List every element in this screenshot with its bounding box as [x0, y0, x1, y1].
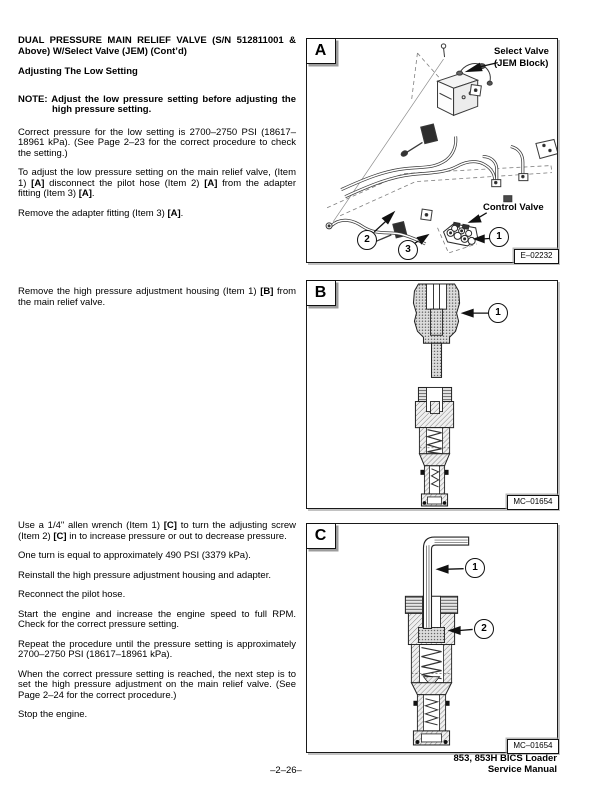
figure-a-drawing — [325, 43, 557, 254]
section-heading: DUAL PRESSURE MAIN RELIEF VALVE (S/N 512… — [18, 35, 296, 57]
page-number: –2–26– — [270, 765, 302, 776]
paragraph: To adjust the low pressure setting on th… — [18, 167, 296, 199]
relief-valve-section — [404, 595, 459, 746]
figure-c-drawing — [404, 536, 473, 746]
paragraph: Stop the engine. — [18, 709, 88, 720]
control-valve-drawing — [442, 221, 479, 247]
figure-a-panel: A Select Valve (JEM Block) Control Valve… — [305, 37, 559, 264]
paragraph: Start the engine and increase the engine… — [18, 608, 296, 630]
paragraph-group-b: Remove the high pressure adjustment hous… — [18, 286, 297, 308]
hydraulic-tubes — [330, 136, 525, 246]
callout-2: 2 — [474, 619, 494, 639]
paragraph: Remove the adapter fitting (Item 3) [A]. — [18, 207, 184, 219]
callout-3: 3 — [398, 240, 418, 260]
allen-wrench — [422, 536, 470, 630]
paragraph-group-c: Use a 1/4" allen wrench (Item 1) [C] to … — [18, 520, 296, 721]
text-column-top: DUAL PRESSURE MAIN RELIEF VALVE (S/N 512… — [18, 35, 296, 228]
paragraph-group-a: Correct pressure for the low setting is … — [18, 126, 296, 220]
control-valve-annotation: Control Valve — [483, 202, 544, 213]
adjustment-housing-section — [412, 283, 461, 378]
figure-b-label: B — [305, 279, 336, 306]
callout-1: 1 — [489, 227, 509, 247]
relief-valve-section — [414, 386, 455, 507]
callout-1: 1 — [465, 558, 485, 578]
figure-c-panel: C 1 2 MC–01654 — [305, 522, 559, 754]
figure-c-arrows — [435, 564, 473, 635]
adjusting-screw — [417, 627, 446, 643]
select-valve-annotation: Select Valve (JEM Block) — [494, 46, 549, 69]
callout-1: 1 — [488, 303, 508, 323]
paragraph: Reconnect the pilot hose. — [18, 589, 126, 600]
note-label: NOTE: — [18, 93, 48, 105]
paragraph: Remove the high pressure adjustment hous… — [18, 286, 297, 308]
note-text: Adjust the low pressure setting before a… — [51, 93, 296, 115]
paragraph: One turn is equal to approximately 490 P… — [18, 550, 251, 561]
figure-b-arrows — [460, 308, 489, 318]
callout-2: 2 — [357, 230, 377, 250]
manual-title: 853, 853H BICS Loader Service Manual — [453, 753, 558, 775]
text-column-bottom: Use a 1/4" allen wrench (Item 1) [C] to … — [18, 520, 296, 730]
figure-a-label: A — [305, 37, 336, 64]
figure-b-drawing — [412, 283, 489, 507]
note: NOTE: Adjust the low pressure setting be… — [18, 93, 296, 116]
figure-b-panel: B 1 MC–01654 — [305, 279, 559, 510]
paragraph: Correct pressure for the low setting is … — [18, 126, 296, 159]
figure-a-code: E–02232 — [514, 248, 559, 264]
figure-c-label: C — [305, 522, 336, 549]
paragraph: Use a 1/4" allen wrench (Item 1) [C] to … — [18, 520, 296, 542]
paragraph: Reinstall the high pressure adjustment h… — [18, 569, 271, 581]
figure-b-code: MC–01654 — [507, 494, 559, 510]
text-column-middle: Remove the high pressure adjustment hous… — [18, 286, 297, 317]
paragraph: Repeat the procedure until the pressure … — [18, 638, 296, 660]
paragraph: When the correct pressure setting is rea… — [18, 668, 296, 701]
sub-heading: Adjusting The Low Setting — [18, 66, 138, 77]
figure-c-code: MC–01654 — [507, 738, 559, 754]
